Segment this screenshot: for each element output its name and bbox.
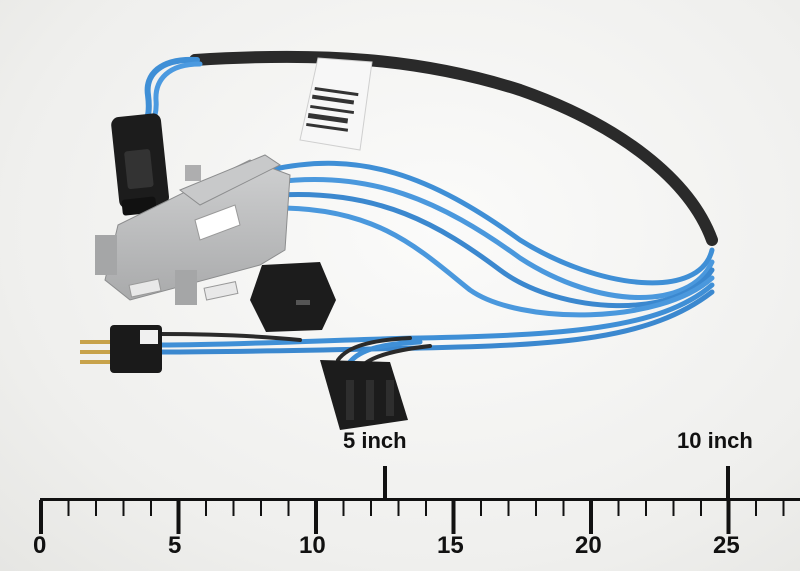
cm-minor-tick [507,500,510,516]
cm-major-tick [314,500,318,534]
cm-minor-tick [617,500,620,516]
square-black-connector [250,262,336,332]
cm-label-20: 20 [575,532,602,559]
cm-minor-tick [425,500,427,516]
cm-minor-tick [342,500,345,516]
cm-major-tick [451,500,456,534]
cm-minor-tick [205,500,207,516]
cm-minor-tick [370,500,372,516]
cm-minor-tick [562,500,565,516]
relay-module [95,154,291,305]
cm-minor-tick [480,500,482,516]
cm-minor-tick [67,500,70,516]
cm-label-10: 10 [299,532,326,559]
pin-header-connector [80,325,162,373]
black-plug-connector [111,113,169,216]
cm-label-15: 15 [437,532,464,559]
cm-major-tick [176,500,181,534]
cm-minor-tick [260,500,262,516]
cm-minor-tick [782,500,785,516]
cm-major-tick [39,500,43,534]
cm-label-25: 25 [713,532,740,559]
black-sleeve-cable [189,50,718,246]
cm-minor-tick [755,500,757,516]
bottom-black-connector [320,360,408,430]
cm-minor-tick [672,500,675,516]
cm-major-tick [589,500,593,534]
inch-tick-5 [383,466,387,499]
blue-wire-bundle [157,160,715,368]
cm-minor-tick [535,500,537,516]
cm-minor-tick [150,500,152,516]
inch-label-5: 5 inch [343,428,407,453]
cm-minor-tick [232,500,235,516]
cm-label-0: 0 [33,532,47,559]
cm-minor-tick [95,500,97,516]
ruler [39,466,800,534]
cm-label-5: 5 [168,532,182,559]
cm-minor-tick [700,500,702,516]
cm-minor-tick [122,500,125,516]
inch-tick-10 [726,466,730,499]
cm-major-tick [726,500,731,534]
cm-minor-tick [397,500,400,516]
cm-minor-tick [645,500,647,516]
barcode-label [299,57,373,151]
inch-label-10: 10 inch [677,428,753,453]
cm-minor-tick [287,500,290,516]
